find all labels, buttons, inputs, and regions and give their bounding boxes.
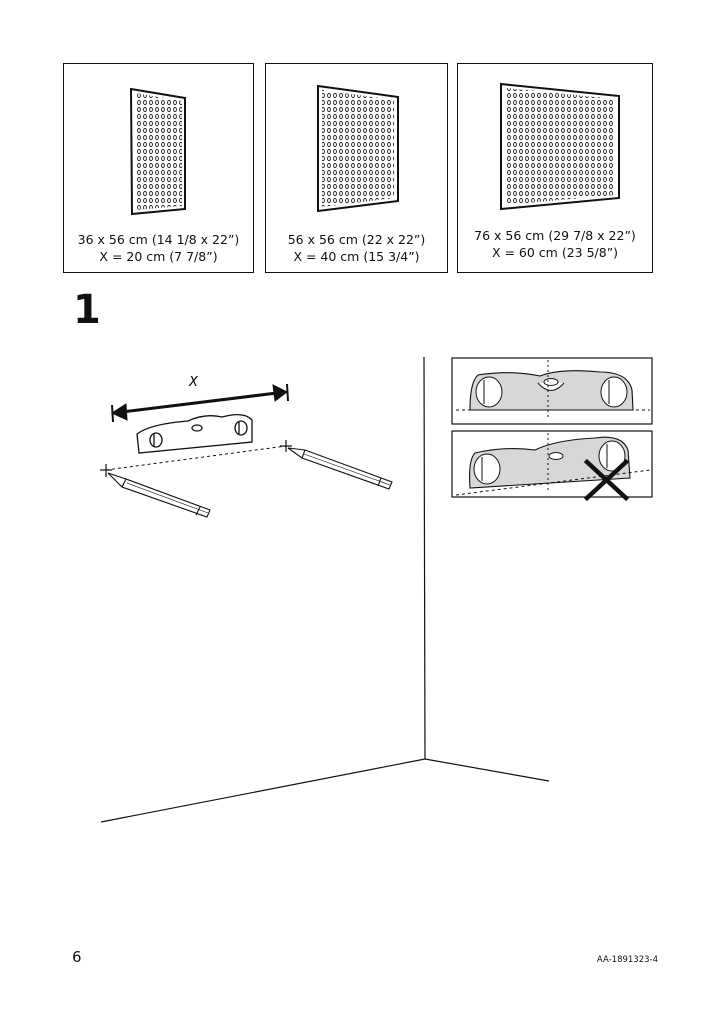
level-incorrect-detail — [451, 430, 653, 502]
step-number: 1 — [73, 287, 101, 333]
cross-icon — [583, 458, 630, 502]
pencil-icon — [107, 472, 211, 518]
size-small-spacing: X = 20 cm (7 7/8”) — [99, 249, 218, 264]
distance-arrow — [110, 383, 289, 423]
spirit-level-icon — [136, 413, 253, 454]
document-code: AA-1891323-4 — [596, 955, 658, 965]
pegboard-medium-illustration — [317, 84, 399, 213]
marking-line — [100, 440, 292, 477]
size-panel-small: 36 x 56 cm (14 1/8 x 22”) X = 20 cm (7 7… — [63, 63, 254, 273]
pegboard-small-illustration — [129, 87, 186, 216]
pegboard-large-illustration — [500, 82, 620, 211]
page-number: 6 — [72, 948, 82, 966]
wall-corner — [100, 356, 550, 823]
size-panel-large: 76 x 56 cm (29 7/8 x 22”) X = 60 cm (23 … — [457, 63, 653, 273]
distance-label: X — [188, 375, 199, 390]
size-large-spacing: X = 60 cm (23 5/8”) — [491, 245, 619, 260]
size-medium-dimensions: 56 x 56 cm (22 x 22”) — [287, 232, 426, 247]
size-large-dimensions: 76 x 56 cm (29 7/8 x 22”) — [474, 228, 636, 243]
size-medium-spacing: X = 40 cm (15 3/4”) — [293, 249, 420, 264]
level-correct-detail — [451, 357, 653, 425]
size-small-dimensions: 36 x 56 cm (14 1/8 x 22”) — [77, 232, 240, 247]
pencil-icon — [287, 447, 393, 490]
size-panel-medium: 56 x 56 cm (22 x 22”) X = 40 cm (15 3/4”… — [265, 63, 448, 273]
